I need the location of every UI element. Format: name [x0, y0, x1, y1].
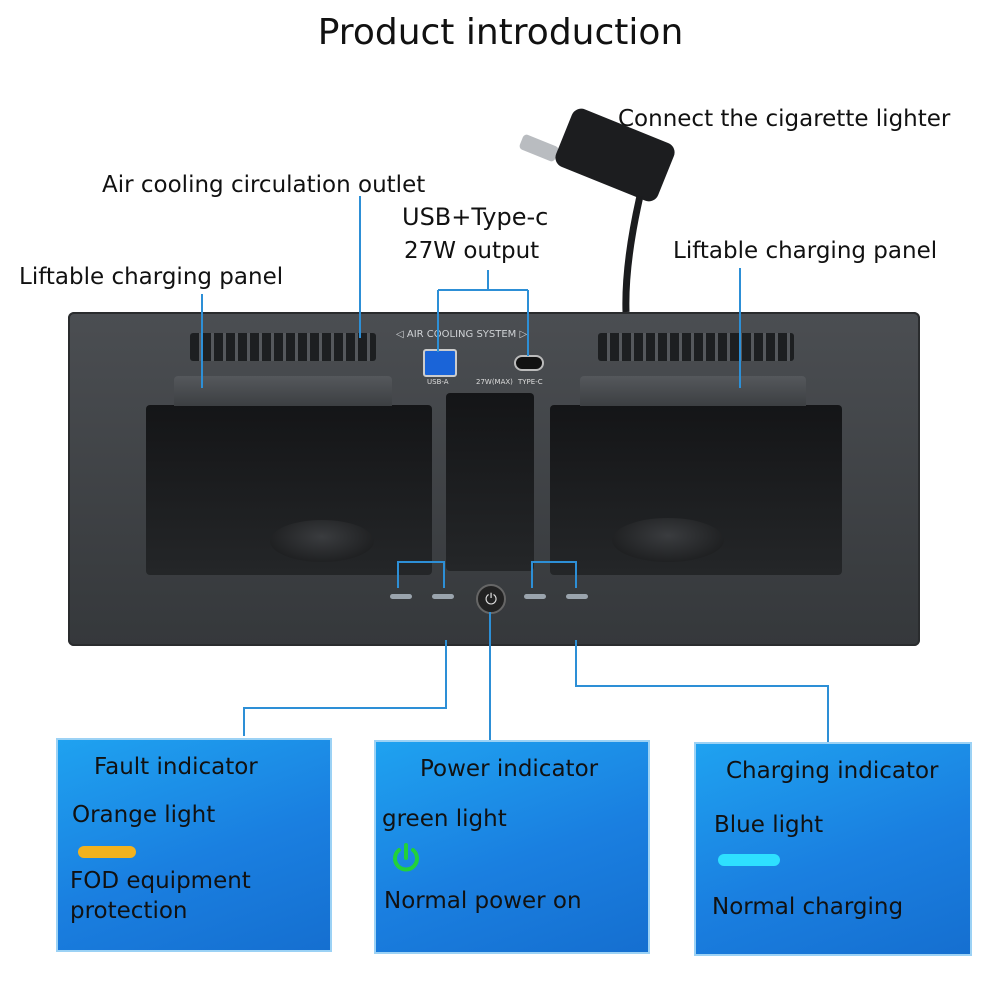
- vent-right: [598, 333, 794, 361]
- fault-indicator-card: [56, 738, 332, 952]
- fault-card-desc-2: protection: [70, 898, 188, 924]
- led-4: [566, 594, 588, 599]
- power-card-desc: Normal power on: [384, 888, 582, 914]
- charging-card-desc: Normal charging: [712, 894, 904, 920]
- usb-a-label: USB-A: [427, 378, 449, 386]
- callout-27w-output: 27W output: [404, 238, 540, 264]
- callout-panel-right: Liftable charging panel: [673, 238, 938, 264]
- liftable-panel-left: [174, 376, 392, 406]
- orange-light-swatch: [78, 846, 136, 858]
- phone-pad-left: [270, 520, 374, 562]
- center-compartment: [446, 393, 534, 571]
- callout-air-outlet: Air cooling circulation outlet: [102, 172, 426, 198]
- charging-card-heading: Charging indicator: [726, 758, 939, 784]
- liftable-panel-right: [580, 376, 806, 406]
- vent-left: [190, 333, 376, 361]
- callout-usb-typec: USB+Type-c: [402, 203, 549, 231]
- led-1: [390, 594, 412, 599]
- page-title: Product introduction: [317, 12, 684, 53]
- usb-c-label: TYPE-C: [518, 378, 543, 386]
- power-card-heading: Power indicator: [420, 756, 599, 782]
- fault-card-desc-1: FOD equipment: [70, 868, 251, 894]
- power-indicator-card: [374, 740, 650, 954]
- vent-label: ◁ AIR COOLING SYSTEM ▷: [396, 329, 528, 340]
- callout-panel-left: Liftable charging panel: [19, 264, 284, 290]
- port-mid-label: 27W(MAX): [476, 378, 513, 386]
- power-card-light: green light: [382, 806, 507, 832]
- charging-card-light: Blue light: [714, 812, 824, 838]
- fault-card-light: Orange light: [72, 802, 216, 828]
- charging-indicator-card: [694, 742, 972, 956]
- phone-pad-right: [612, 518, 724, 562]
- callout-cigarette-lighter: Connect the cigarette lighter: [618, 106, 951, 132]
- fault-card-heading: Fault indicator: [94, 754, 258, 780]
- blue-light-swatch: [718, 854, 780, 866]
- led-3: [524, 594, 546, 599]
- power-icon: [393, 843, 419, 872]
- led-2: [432, 594, 454, 599]
- usb-a-port: [423, 349, 457, 377]
